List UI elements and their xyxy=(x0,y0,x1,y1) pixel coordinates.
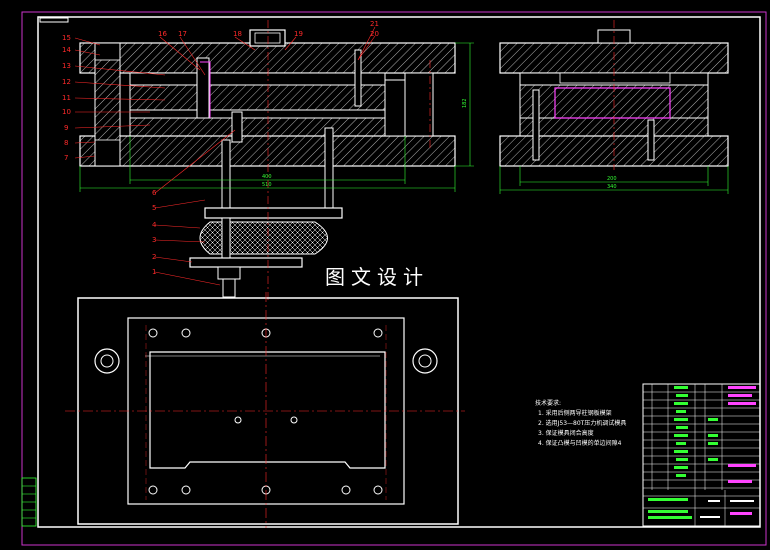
technical-notes: 技术要求: 1. 采用后侧两导柱钢板模架 2. 选用J53—80T压力机调试模具… xyxy=(535,399,626,447)
binding-strip xyxy=(21,477,37,527)
dim-outer-right: 340 xyxy=(607,184,617,190)
part-label: 7 xyxy=(64,154,68,162)
title-block xyxy=(642,383,761,527)
dim-outer-left: 510 xyxy=(262,182,272,188)
part-label: 21 xyxy=(370,20,379,28)
part-label: 4 xyxy=(152,221,157,229)
outer-frame xyxy=(21,11,767,546)
notes-title: 技术要求: xyxy=(535,399,561,407)
part-labels: 1 2 3 4 5 6 7 8 9 10 11 12 13 14 15 16 1… xyxy=(62,20,379,276)
part-label: 11 xyxy=(62,94,71,102)
part-label: 9 xyxy=(64,124,68,132)
main-section-view xyxy=(79,20,456,300)
side-dimensions: 200 340 xyxy=(499,166,729,194)
notes-line: 3. 保证模具闭合高度 xyxy=(538,429,594,437)
part-label: 20 xyxy=(370,30,379,38)
part-label: 8 xyxy=(64,139,68,147)
part-label: 12 xyxy=(62,78,71,86)
part-leaders xyxy=(74,26,376,286)
notes-line: 1. 采用后侧两导柱钢板模架 xyxy=(538,409,612,417)
part-label: 5 xyxy=(152,204,156,212)
part-label: 14 xyxy=(62,46,71,54)
part-label: 10 xyxy=(62,108,71,116)
dim-inner-right: 200 xyxy=(607,176,617,182)
notes-line: 4. 保证凸模与凹模的单边间隙4 xyxy=(538,439,622,447)
plan-view xyxy=(65,292,465,528)
notes-line: 2. 选用J53—80T压力机调试模具 xyxy=(538,419,626,427)
part-label: 19 xyxy=(294,30,303,38)
part-label: 6 xyxy=(152,189,157,197)
part-label: 17 xyxy=(178,30,187,38)
part-label: 13 xyxy=(62,62,71,70)
inner-frame xyxy=(37,16,761,528)
part-label: 2 xyxy=(152,253,156,261)
part-label: 16 xyxy=(158,30,167,38)
part-label: 3 xyxy=(152,236,156,244)
part-label: 18 xyxy=(233,30,242,38)
part-label: 15 xyxy=(62,34,71,42)
main-dimensions: 400 510 182 xyxy=(79,42,474,192)
watermark: 图文设计 xyxy=(325,265,429,289)
dim-height: 182 xyxy=(462,98,468,108)
dim-inner-left: 400 xyxy=(262,174,272,180)
part-label: 1 xyxy=(152,268,156,276)
side-section-view xyxy=(499,20,729,170)
corner-tag xyxy=(39,17,69,23)
